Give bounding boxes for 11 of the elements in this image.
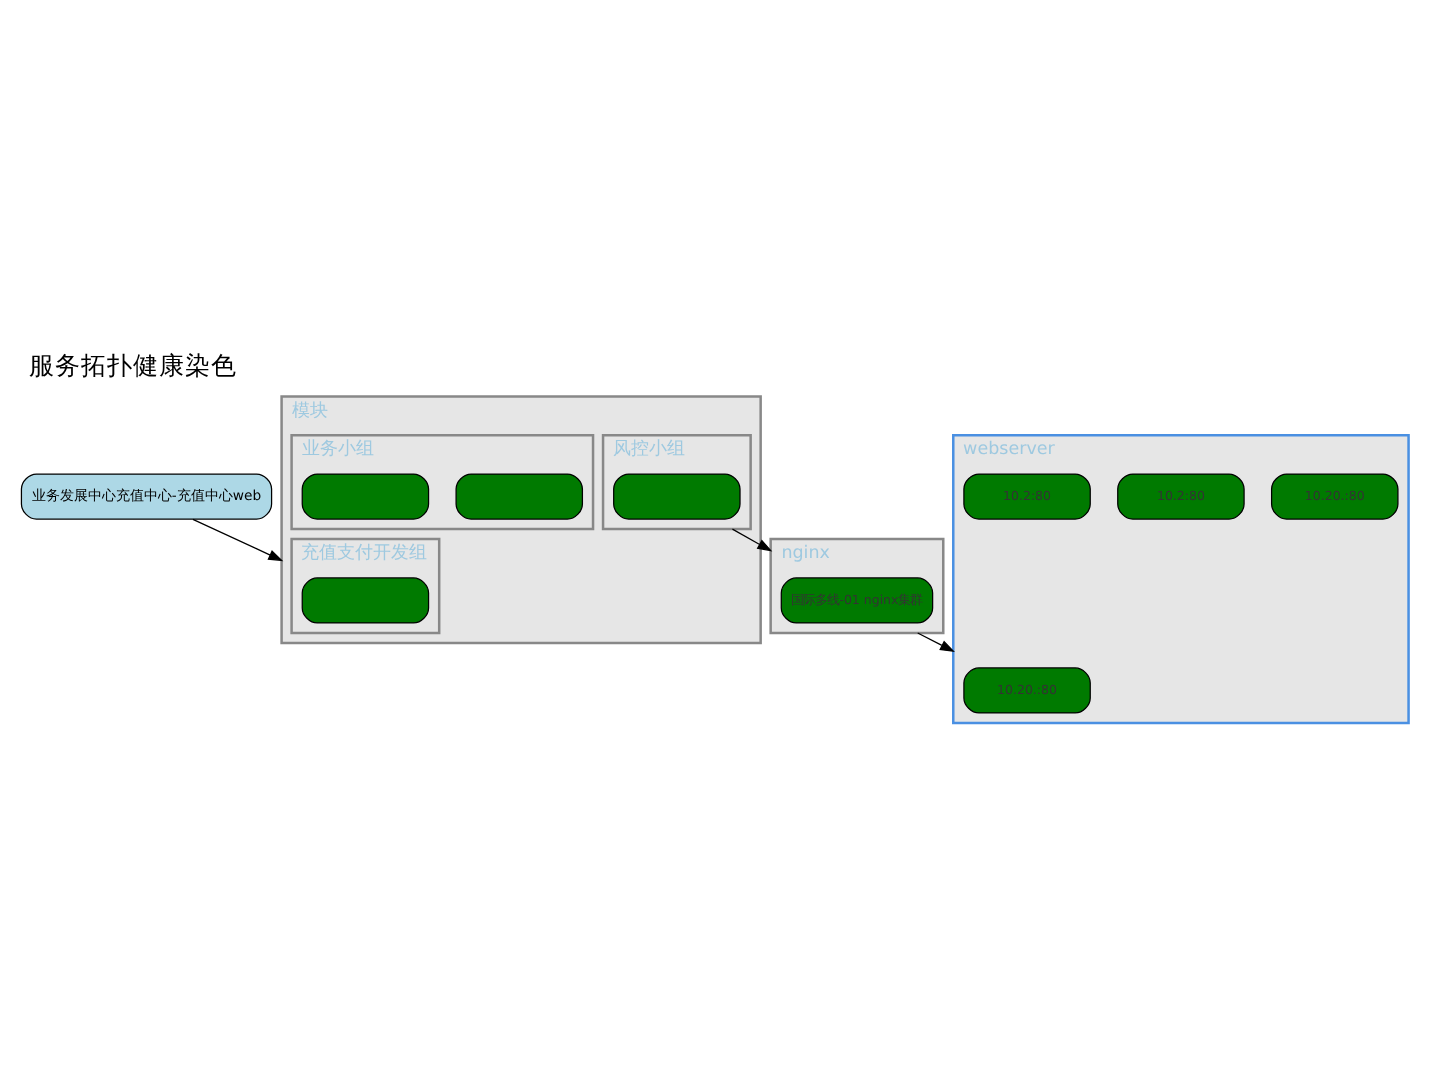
cluster: 充值支付开发组: [290, 536, 441, 634]
arrow: [917, 631, 955, 652]
diagram-title: 服务拓扑健康染色: [29, 349, 238, 380]
node-box: [301, 472, 430, 519]
arrow: [192, 517, 284, 561]
arrow: [731, 527, 773, 551]
node-box: [613, 472, 741, 519]
node-box: [301, 576, 430, 623]
cluster: 业务小组: [290, 433, 595, 530]
cluster: 风控小组: [601, 433, 752, 530]
node-box: [455, 472, 584, 519]
